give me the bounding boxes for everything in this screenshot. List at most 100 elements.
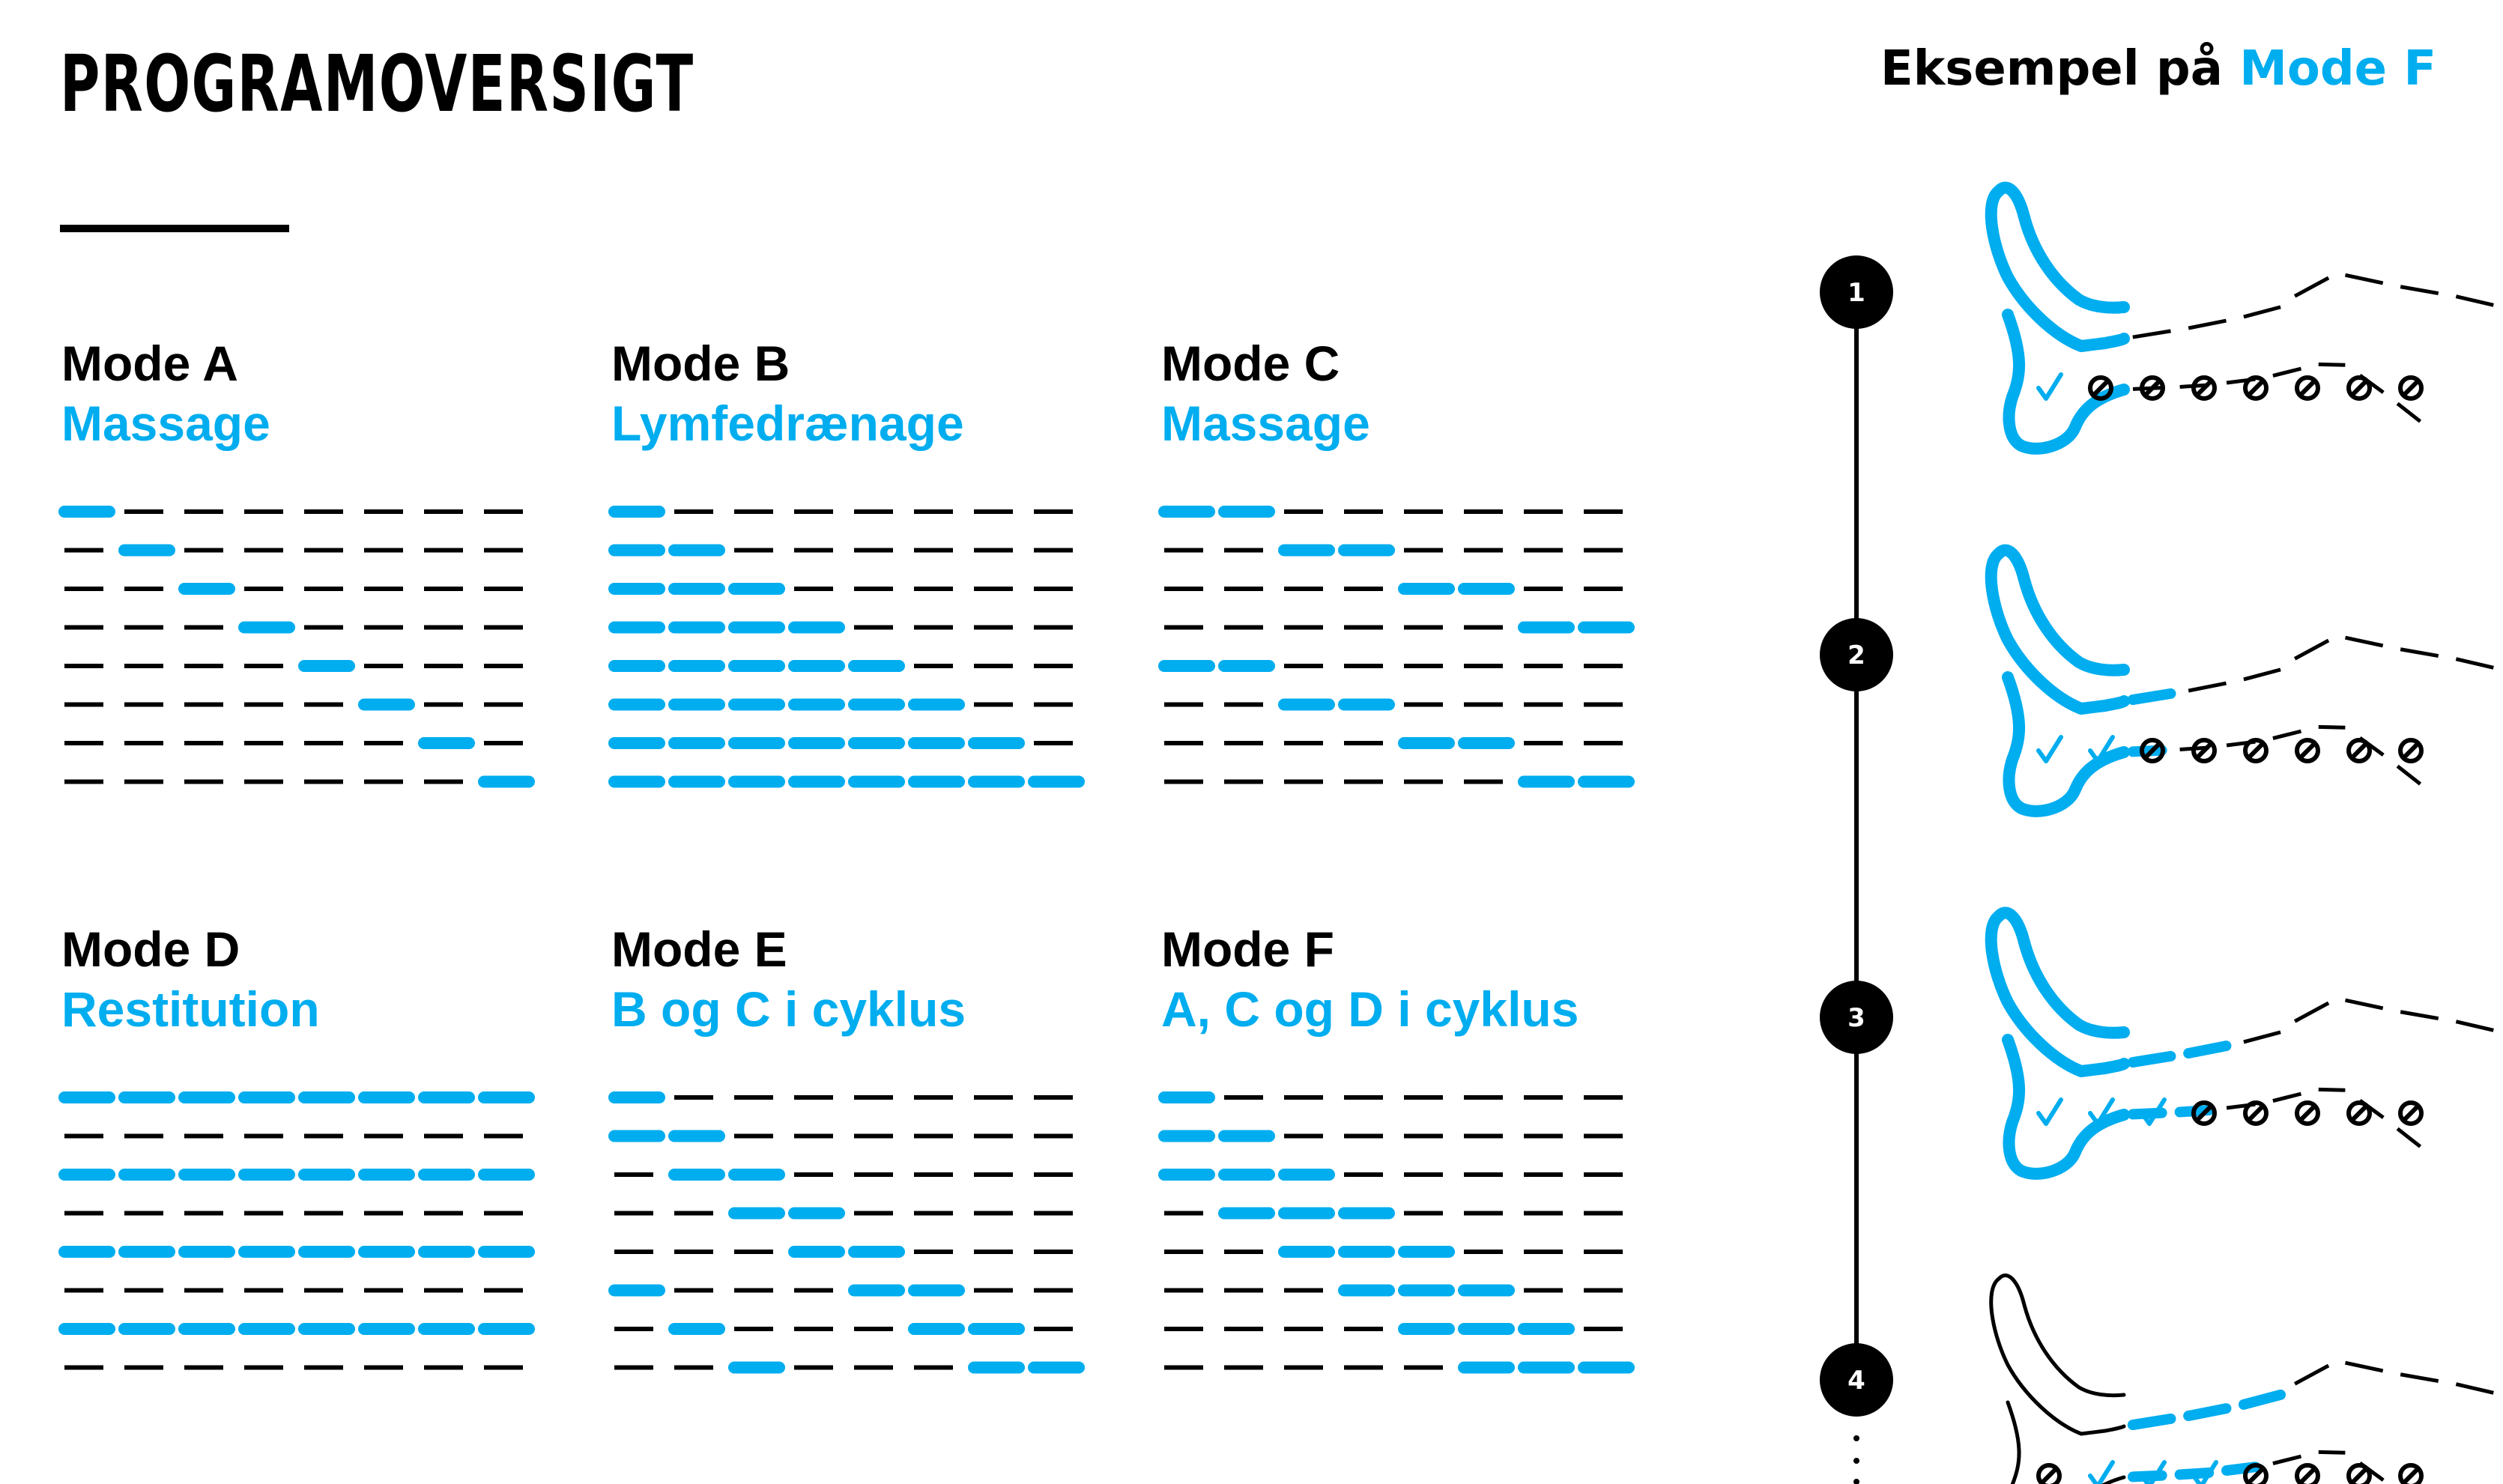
example-step-2: 2 [1820, 544, 2494, 817]
leg-chamber-idle [2455, 1020, 2494, 1032]
foot-outline-top [1989, 1276, 2126, 1436]
off-icon-slash [2195, 742, 2213, 760]
check-icon [2140, 1460, 2167, 1484]
leg-chamber-idle [2344, 635, 2384, 648]
leg-chamber-idle [2400, 647, 2439, 658]
off-icon [2191, 738, 2217, 763]
off-icon [2398, 738, 2424, 763]
mode-sequence-grid [608, 1091, 1085, 1374]
leg-chamber-active [2127, 1413, 2176, 1431]
mode-subtitle: Massage [1161, 396, 1370, 451]
off-icon-slash [2402, 742, 2420, 760]
off-icon-slash [2298, 1467, 2316, 1484]
mode-subtitle: B og C i cyklus [611, 981, 966, 1037]
step-number-circle [1820, 981, 1893, 1054]
off-icon [2295, 738, 2320, 763]
step-number-label: 4 [1847, 1366, 1865, 1396]
example-step-1: 1 [1820, 181, 2494, 455]
off-icon [2346, 1463, 2372, 1484]
mode-name: Mode A [61, 336, 238, 391]
title-underline [60, 225, 289, 232]
off-icon [2140, 738, 2165, 763]
off-icon-slash [2092, 379, 2110, 397]
mode-subtitle: Restitution [61, 981, 320, 1037]
leg-chamber-idle [2396, 764, 2422, 786]
leg-chamber-active [2238, 1389, 2286, 1410]
leg-chamber-idle [2400, 1010, 2439, 1021]
leg-chamber-idle [2455, 1382, 2494, 1395]
leg-chamber-idle [2344, 998, 2384, 1011]
leg-chamber-active [2183, 1403, 2232, 1422]
leg-chamber-idle [2293, 276, 2330, 298]
continuation-dot [1853, 1479, 1859, 1484]
off-icon-slash [2143, 742, 2161, 760]
leg-chamber-idle [2243, 1030, 2281, 1044]
step-number-circle [1820, 1343, 1893, 1417]
example-title-prefix: Eksempel på [1880, 41, 2223, 97]
off-icon [2295, 1463, 2320, 1484]
off-icon-slash [2350, 1104, 2368, 1122]
mode-name: Mode F [1161, 921, 1334, 977]
off-icon [2243, 738, 2269, 763]
off-icon-slash [2402, 1467, 2420, 1484]
leg-chamber-idle [2243, 667, 2281, 682]
mode-name: Mode E [611, 921, 787, 977]
check-icon [2036, 372, 2063, 401]
check-icon [2088, 1097, 2115, 1126]
leg-chamber-idle [2272, 366, 2302, 378]
leg-chamber-active [2127, 745, 2167, 757]
foot-outline-top [1985, 548, 2130, 715]
check-icon [2088, 735, 2115, 763]
mode-subtitle: Lymfedrænage [611, 396, 964, 451]
leg-chamber-idle [2344, 273, 2384, 285]
off-icon-slash [2350, 1467, 2368, 1484]
step-number-label: 2 [1847, 640, 1865, 670]
leg-chamber-idle [2272, 729, 2302, 740]
off-icon-slash [2402, 379, 2420, 397]
mode-subtitle: Massage [61, 396, 270, 451]
off-icon [2398, 1463, 2424, 1484]
off-icon [2036, 1463, 2062, 1484]
mode-sequence-grid [58, 1091, 535, 1370]
off-icon-slash [2247, 1467, 2265, 1484]
off-icon-slash [2040, 1467, 2058, 1484]
mode-sequence-grid [58, 506, 535, 788]
check-icon [2140, 1097, 2167, 1126]
leg-chamber-idle [2132, 386, 2162, 391]
off-icon [2088, 375, 2113, 401]
mode-sequence-grid [608, 506, 1085, 788]
check-icon [2088, 1460, 2115, 1484]
foot-outline [1993, 181, 2130, 455]
off-icon [2243, 375, 2269, 401]
foot-outline [1993, 906, 2130, 1180]
check-icon [2191, 1460, 2218, 1484]
example-step-3: 3 [1820, 906, 2494, 1180]
leg-chamber-idle [2272, 1454, 2302, 1465]
leg-chamber-idle [2396, 402, 2422, 423]
mode-sequence-grid [1158, 506, 1635, 788]
off-icon [2140, 375, 2165, 401]
off-icon-slash [2247, 742, 2265, 760]
off-icon-slash [2143, 379, 2161, 397]
example-title-mode: Mode F [2239, 41, 2437, 97]
off-icon [2295, 1100, 2320, 1126]
leg-chamber-idle [2455, 294, 2494, 307]
off-icon [2191, 375, 2217, 401]
off-icon-slash [2195, 379, 2213, 397]
check-icon [2036, 1097, 2063, 1126]
leg-chamber-idle [2293, 638, 2330, 661]
leg-chamber-idle [2455, 657, 2494, 670]
foot-outline [1993, 544, 2130, 817]
mode-sequence-grid [1158, 1091, 1635, 1374]
mode-name: Mode D [61, 921, 240, 977]
leg-chamber-idle [2396, 1127, 2422, 1148]
example-step-4: 4 [1820, 1273, 2494, 1484]
leg-chamber-idle [2132, 329, 2171, 339]
leg-chamber-idle [2293, 1363, 2330, 1386]
off-icon-slash [2402, 1104, 2420, 1122]
off-icon [2295, 375, 2320, 401]
